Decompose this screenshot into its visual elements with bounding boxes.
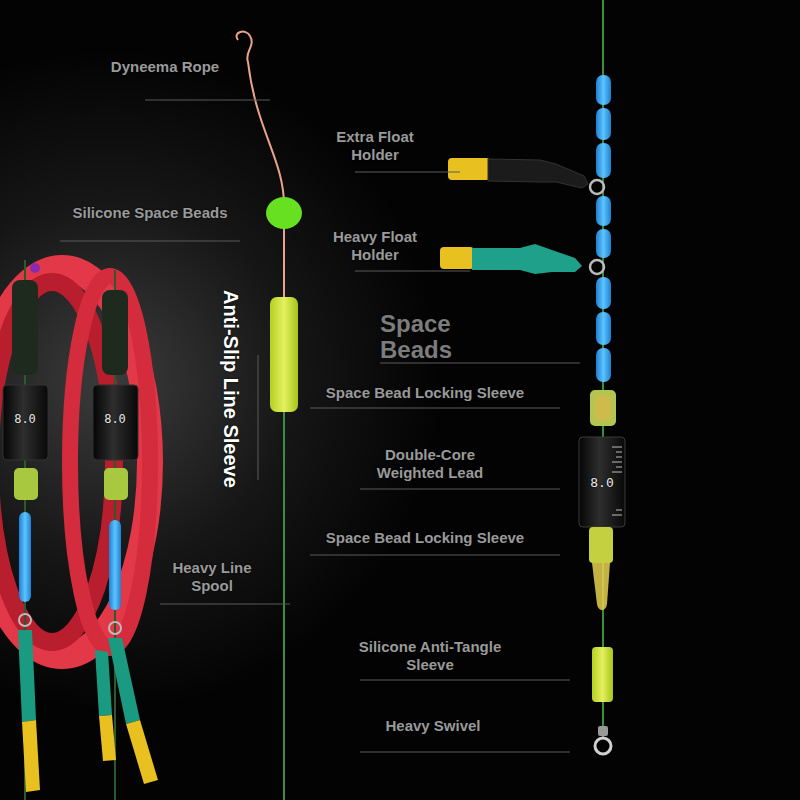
spool-bead: [30, 263, 40, 273]
leader-line: [60, 241, 240, 242]
leader-line: [160, 604, 290, 605]
space-bead: [596, 143, 611, 178]
leader-line: [355, 271, 470, 272]
part-label: Double-Core Weighted Lead: [350, 446, 510, 482]
locking-sleeve: [589, 527, 613, 563]
scale-tick: [612, 447, 622, 448]
scale-tick: [612, 515, 622, 516]
space-bead: [596, 108, 611, 140]
spool-tube: [102, 290, 128, 375]
spool-lead: [93, 385, 138, 460]
part-label: Silicone Anti-Tangle Sleeve: [335, 638, 525, 674]
locking-sleeve: [590, 390, 616, 426]
weight-number: 8.0: [7, 412, 43, 427]
space-bead: [596, 312, 611, 345]
anti-tangle-sleeve: [592, 647, 613, 702]
holder-tube: [488, 159, 588, 188]
spool-ring: [70, 276, 150, 648]
spool-tube: [12, 280, 38, 375]
spool-holder-tip: [99, 715, 116, 761]
part-label: Dyneema Rope: [85, 58, 245, 76]
spool-holder-tip: [22, 720, 40, 792]
holder-tip: [440, 247, 474, 269]
locking-sleeve-core: [595, 396, 611, 420]
spool-ring-swivel: [19, 614, 31, 626]
swivel-barrel: [598, 726, 608, 736]
leader-line: [310, 555, 560, 556]
spool-holder: [95, 650, 112, 716]
holder-tip: [448, 158, 490, 180]
space-bead: [596, 75, 611, 105]
leader-line: [355, 172, 460, 173]
space-beads: [596, 75, 611, 382]
swivel-ring: [590, 260, 604, 274]
holder-tube: [472, 244, 582, 274]
weighted-lead: [579, 437, 625, 527]
spool-sleeve: [14, 468, 38, 500]
swivel-ring: [590, 180, 604, 194]
leader-line: [310, 408, 560, 409]
extra-float-holder: [448, 158, 604, 194]
scale-tick: [616, 457, 622, 458]
spool-ring: [0, 268, 150, 656]
leader-line: [145, 100, 270, 101]
space-bead: [596, 196, 611, 226]
space-bead: [596, 229, 611, 258]
dyneema-rope: [237, 32, 284, 300]
scale-tick: [616, 452, 622, 453]
spool-beads: [109, 520, 121, 610]
silicone-bead: [266, 197, 302, 229]
anti-slip-sleeve: [270, 297, 298, 412]
leader-lines: [60, 100, 580, 752]
spool-holder-tip: [126, 720, 158, 784]
heavy-float-holder: [440, 244, 604, 274]
leader-line: [360, 680, 570, 681]
scale-tick: [612, 462, 622, 463]
part-label: Anti-Slip Line Sleeve: [219, 290, 243, 488]
weight-number: 8.0: [581, 475, 623, 491]
part-label: Heavy Float Holder: [320, 228, 430, 264]
line-spool: [0, 260, 158, 800]
part-label: Space Bead Locking Sleeve: [300, 384, 550, 402]
part-label: Silicone Space Beads: [40, 204, 260, 222]
leader-line: [360, 489, 560, 490]
heavy-swivel: [595, 738, 611, 754]
sleeve-tail: [592, 563, 610, 610]
scale-tick: [616, 467, 622, 468]
main-line: [283, 412, 285, 800]
spool-beads: [19, 512, 31, 602]
spool-lead: [3, 385, 48, 460]
scale-tick: [616, 510, 622, 511]
part-label: Heavy Swivel: [358, 717, 508, 735]
spool-holder: [108, 638, 140, 724]
leader-line: [258, 355, 259, 480]
spool-holder: [18, 630, 36, 722]
spool-ring-swivel: [109, 622, 121, 634]
part-label: Heavy Line Spool: [157, 559, 267, 595]
space-bead: [596, 277, 611, 309]
scale-tick: [612, 472, 622, 473]
space-bead: [596, 348, 611, 382]
part-label: Extra Float Holder: [320, 128, 430, 164]
spool-sleeve: [104, 468, 128, 500]
part-label: Space Beads: [380, 311, 470, 363]
weight-number: 8.0: [97, 412, 133, 427]
leader-line: [360, 752, 570, 753]
part-label: Space Bead Locking Sleeve: [300, 529, 550, 547]
